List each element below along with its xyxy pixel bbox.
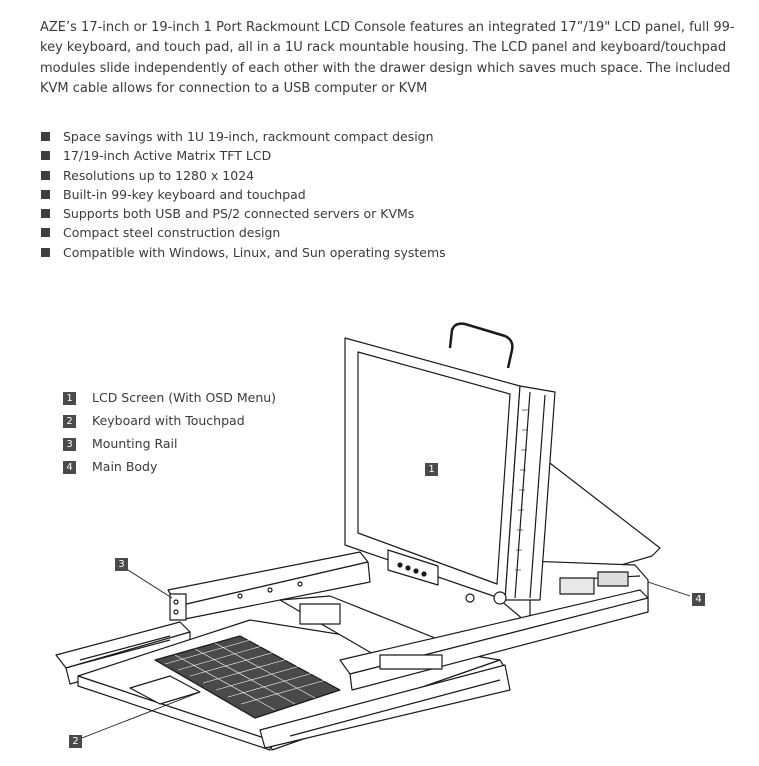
feature-item: Supports both USB and PS/2 connected ser… [40,204,446,223]
lcd-handle [448,322,514,369]
legend-number-badge: 3 [63,438,76,451]
square-bullet-icon [41,209,50,219]
legend-number-badge: 1 [63,392,76,405]
square-bullet-icon [41,151,50,161]
legend-number-badge: 2 [63,415,76,428]
callout-badge-screen: 1 [425,463,438,476]
square-bullet-icon [41,228,50,238]
feature-item: 17/19-inch Active Matrix TFT LCD [40,146,446,165]
square-bullet-icon [41,189,50,199]
feature-list: Space savings with 1U 19-inch, rackmount… [40,127,446,262]
feature-item: Built-in 99-key keyboard and touchpad [40,185,446,204]
feature-item: Space savings with 1U 19-inch, rackmount… [40,127,446,146]
feature-item: Compatible with Windows, Linux, and Sun … [40,243,446,262]
square-bullet-icon [41,170,50,180]
feature-item: Resolutions up to 1280 x 1024 [40,166,446,185]
callout-badge-keyboard: 2 [69,735,82,748]
callout-badge-body: 4 [692,593,705,606]
square-bullet-icon [41,247,50,257]
callout-badge-rail: 3 [115,558,128,571]
intro-paragraph: AZE’s 17-inch or 19-inch 1 Port Rackmoun… [40,20,735,96]
square-bullet-icon [41,132,50,141]
legend-number-badge: 4 [63,461,76,474]
keyboard-keys [154,635,341,719]
osd-control-panel [387,549,439,586]
feature-item: Compact steel construction design [40,223,446,242]
